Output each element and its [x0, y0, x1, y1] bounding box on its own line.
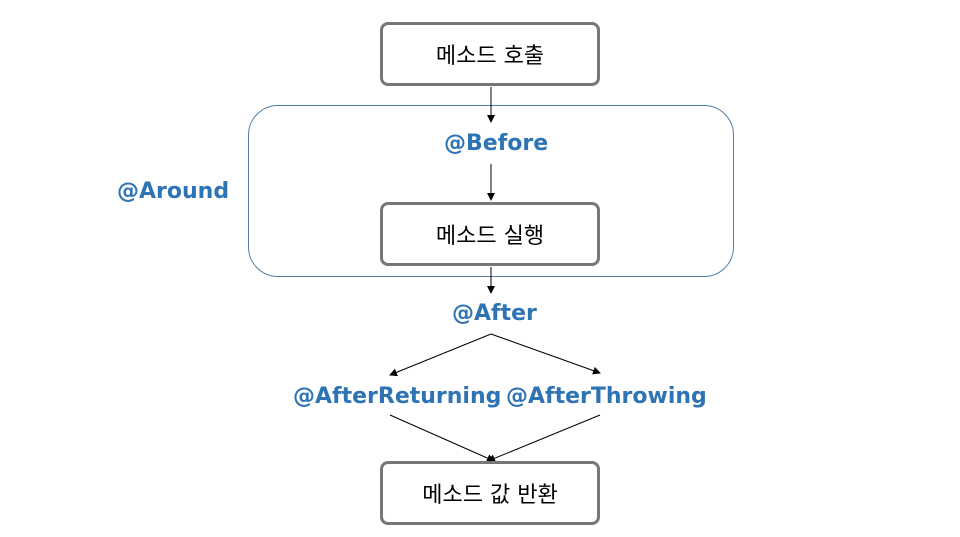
arrow-after-to-returning — [389, 333, 492, 377]
arrow-returning-to-return — [389, 414, 495, 462]
method-return-node: 메소드 값 반환 — [380, 461, 600, 525]
around-annotation-label: @Around — [117, 179, 230, 204]
method-exec-label: 메소드 실행 — [435, 224, 545, 249]
arrow-throwing-to-return — [487, 414, 601, 463]
arrow-after-to-throwing — [490, 333, 601, 375]
after-annotation-label: @After — [452, 301, 537, 326]
method-return-label: 메소드 값 반환 — [422, 483, 558, 508]
after-throwing-annotation-label: @AfterThrowing — [506, 384, 707, 409]
method-call-node: 메소드 호출 — [380, 22, 600, 86]
method-exec-node: 메소드 실행 — [380, 202, 600, 266]
after-returning-annotation-label: @AfterReturning — [293, 384, 502, 409]
before-annotation-label: @Before — [444, 131, 549, 156]
method-call-label: 메소드 호출 — [435, 44, 545, 69]
